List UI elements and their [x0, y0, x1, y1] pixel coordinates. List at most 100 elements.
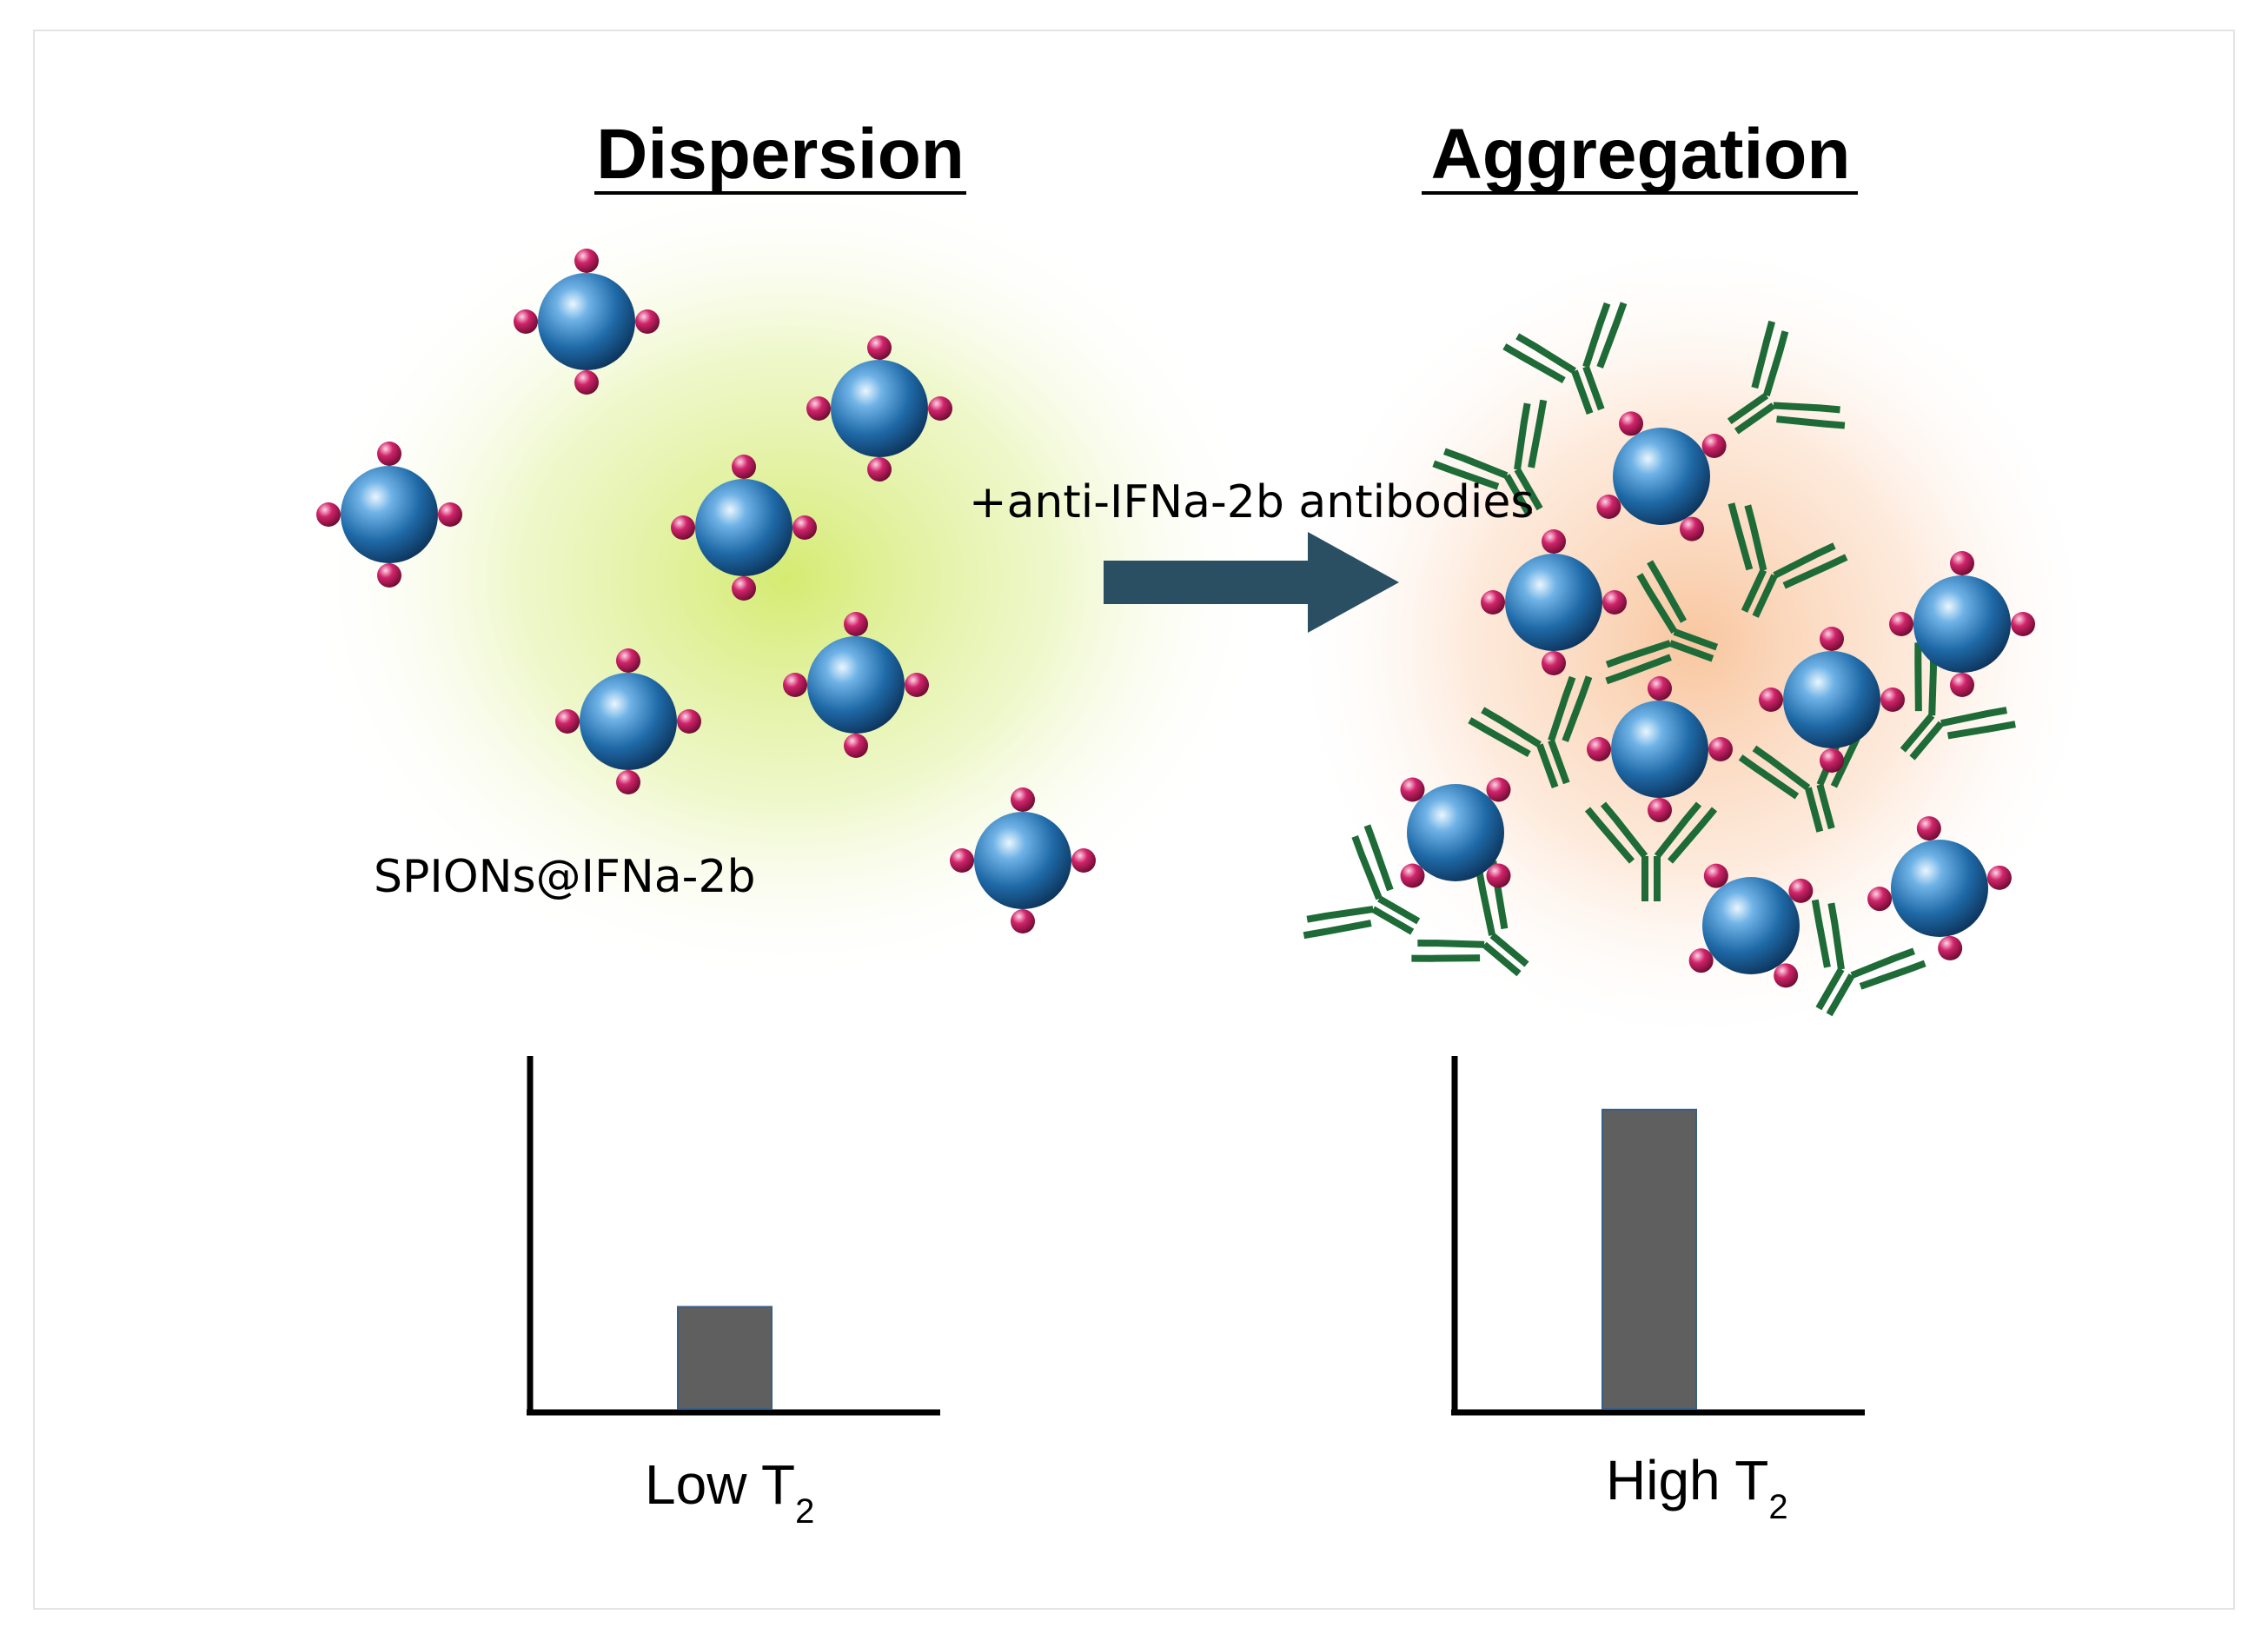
ligand-icon — [844, 734, 868, 758]
nanoparticle-icon — [1688, 863, 1814, 988]
ligand-icon — [1788, 878, 1814, 903]
dispersed-nanoparticles — [316, 249, 1096, 933]
ligand-icon — [905, 673, 929, 697]
ligand-icon — [635, 309, 660, 334]
nanoparticle-icon — [514, 249, 660, 395]
dispersion-glow — [300, 169, 1273, 987]
ligand-icon — [1820, 748, 1844, 773]
right-bar-chart: High T2 — [1451, 1056, 1865, 1526]
ligand-icon — [1889, 612, 1913, 636]
ligand-icon — [377, 563, 401, 588]
antibody-group — [1303, 302, 2016, 1017]
nanoparticle-core — [1891, 840, 1988, 937]
ligand-icon — [732, 455, 756, 479]
ligand-icon — [1916, 816, 1941, 841]
nanoparticle-core — [1505, 554, 1602, 651]
antibody-icon — [1605, 560, 1719, 685]
nanoparticle-icon — [671, 455, 817, 601]
ligand-icon — [1774, 963, 1799, 988]
low-t2-label: Low T2 — [645, 1453, 814, 1531]
ligand-icon — [1986, 865, 2012, 890]
ligand-icon — [1400, 777, 1425, 802]
nanoparticle-core — [1783, 651, 1880, 748]
ligand-icon — [671, 515, 695, 540]
nanoparticle-icon — [1889, 551, 2035, 697]
ligand-icon — [1950, 551, 1974, 575]
ligand-icon — [844, 612, 868, 636]
ligand-icon — [1701, 434, 1727, 458]
ligand-icon — [1938, 935, 1963, 960]
low-t2-bar — [677, 1305, 773, 1411]
reaction-arrow — [1104, 532, 1399, 633]
nanoparticle-icon — [950, 787, 1096, 933]
nanoparticle-core — [831, 360, 928, 457]
antibody-icon — [1728, 502, 1848, 618]
aggregated-nanoparticles — [1400, 411, 2035, 988]
nanoparticle-icon — [783, 612, 929, 758]
ligand-icon — [616, 770, 640, 794]
ligand-icon — [2011, 612, 2035, 636]
ligand-icon — [1867, 887, 1893, 912]
high-t2-label: High T2 — [1606, 1449, 1788, 1526]
ligand-icon — [1619, 411, 1643, 436]
nanoparticle-icon — [806, 336, 952, 482]
high-t2-bar — [1602, 1108, 1697, 1410]
ligand-icon — [1587, 737, 1611, 761]
ligand-icon — [1820, 627, 1844, 651]
particle-label: SPIONs@IFNa-2b — [374, 851, 756, 903]
ligand-icon — [1011, 909, 1035, 933]
ligand-icon — [316, 502, 341, 527]
nanoparticle-core — [1611, 701, 1708, 798]
ligand-icon — [1486, 863, 1511, 888]
ligand-icon — [616, 648, 640, 673]
ligand-icon — [1703, 863, 1728, 888]
nanoparticle-core — [341, 466, 438, 563]
nanoparticle-core — [807, 636, 905, 734]
ligand-icon — [555, 709, 580, 734]
nanoparticle-core — [974, 812, 1071, 909]
ligand-icon — [867, 457, 892, 482]
nanoparticle-core — [580, 673, 677, 770]
ligand-icon — [783, 673, 807, 697]
ligand-icon — [1708, 737, 1733, 761]
ligand-icon — [792, 515, 817, 540]
antibody-icon — [1811, 899, 1926, 1017]
antibody-icon — [1584, 801, 1718, 901]
nanoparticle-icon — [1596, 411, 1727, 541]
nanoparticle-icon — [316, 442, 462, 588]
antibody-icon — [1502, 302, 1628, 415]
ligand-icon — [1602, 590, 1627, 615]
nanoparticle-core — [695, 479, 792, 576]
ligand-icon — [806, 396, 831, 421]
nanoparticle-core — [538, 273, 635, 370]
nanoparticle-icon — [1587, 676, 1733, 822]
ligand-icon — [574, 370, 599, 395]
ligand-icon — [1071, 848, 1096, 873]
antibody-icon — [1432, 399, 1548, 517]
antibody-icon — [1727, 320, 1846, 435]
ligand-icon — [928, 396, 952, 421]
nanoparticle-core — [1913, 575, 2011, 673]
left-bar-chart: Low T2 — [527, 1056, 940, 1531]
ligand-icon — [1481, 590, 1505, 615]
nanoparticle-core — [1407, 784, 1504, 881]
ligand-icon — [1688, 948, 1714, 973]
nanoparticle-icon — [555, 648, 701, 794]
ligand-icon — [1950, 673, 1974, 697]
antibody-icon — [1468, 675, 1593, 789]
ligand-icon — [1880, 688, 1905, 712]
ligand-icon — [1486, 777, 1511, 802]
nanoparticle-icon — [1481, 529, 1627, 675]
ligand-icon — [1648, 798, 1672, 822]
nanoparticle-core — [1702, 877, 1800, 974]
ligand-icon — [1011, 787, 1035, 812]
ligand-icon — [1400, 863, 1425, 888]
dispersion-title: Dispersion — [596, 115, 965, 194]
nanoparticle-icon — [1400, 777, 1511, 888]
ligand-icon — [1542, 529, 1566, 554]
ligand-icon — [377, 442, 401, 466]
ligand-icon — [677, 709, 701, 734]
aggregation-title: Aggregation — [1431, 115, 1851, 194]
antibody-icon — [1303, 824, 1421, 940]
ligand-icon — [1542, 651, 1566, 675]
